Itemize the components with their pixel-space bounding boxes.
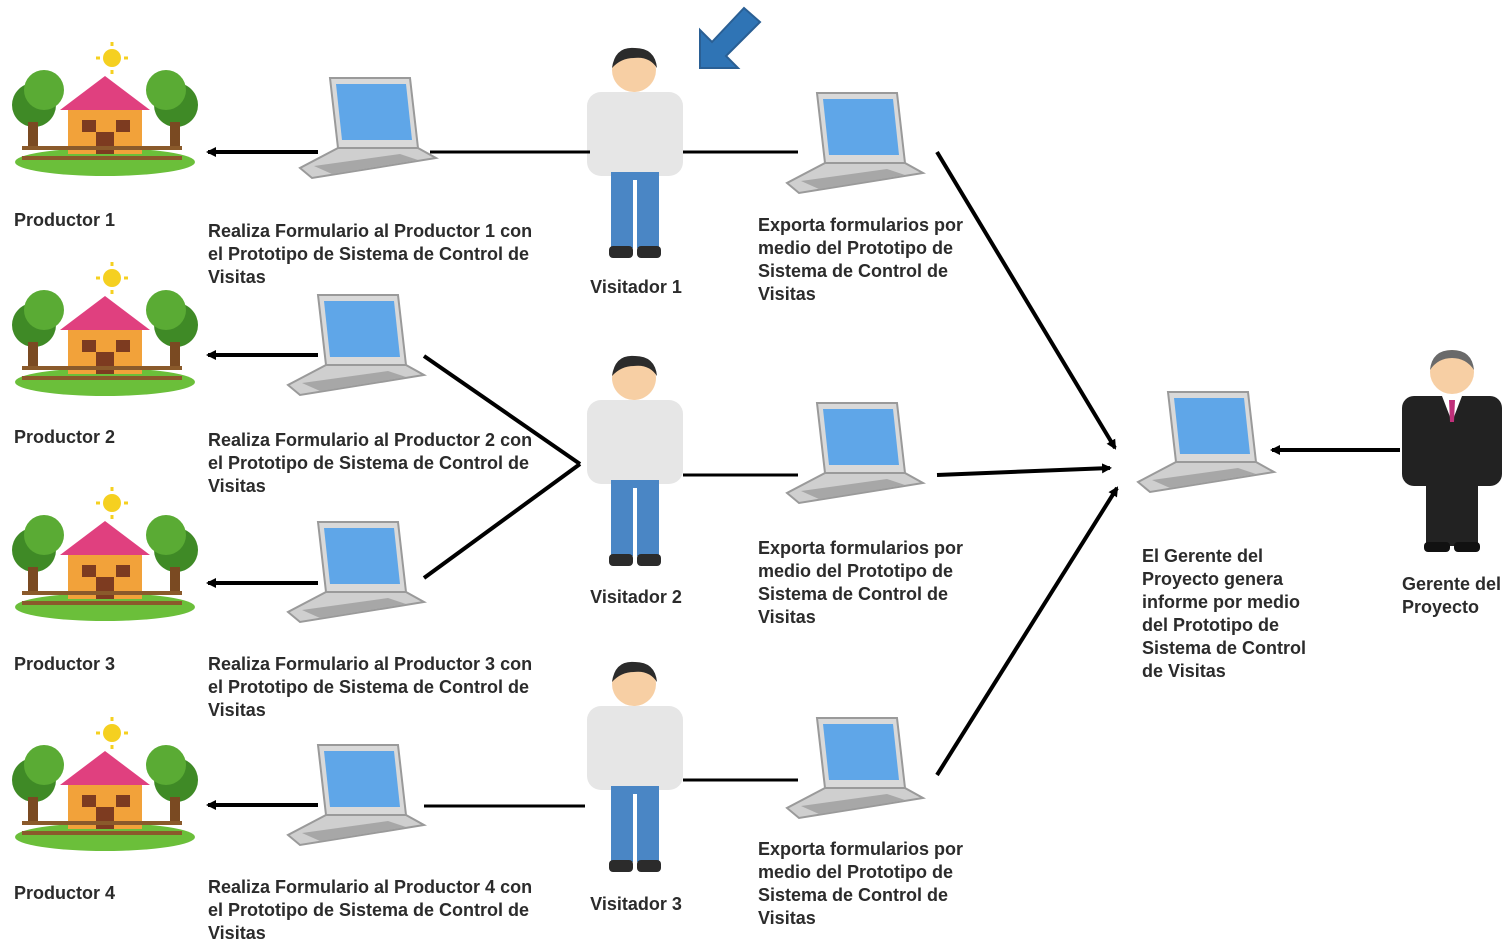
arrow-export1-to-report	[935, 150, 1117, 450]
form-1-label: Realiza Formulario al Productor 1 con el…	[208, 221, 533, 287]
form-laptop-3-icon	[287, 521, 425, 623]
form-3-label: Realiza Formulario al Productor 3 con el…	[208, 654, 533, 720]
producer-3-house-icon	[10, 485, 200, 623]
form-2-label: Realiza Formulario al Productor 2 con el…	[208, 430, 533, 496]
visitor-1-label: Visitador 1	[590, 277, 682, 297]
producer-3-label: Productor 3	[14, 654, 116, 674]
arrow-export2-to-report	[936, 463, 1112, 477]
report-laptop-icon	[1137, 391, 1275, 493]
export-laptop-1-icon	[786, 92, 924, 194]
report-label: El Gerente del Proyecto genera informe p…	[1142, 546, 1307, 681]
visitor-3-icon	[587, 661, 683, 872]
visitor-3-label: Visitador 3	[590, 894, 682, 914]
arrow-export3-to-report	[935, 486, 1119, 777]
manager-icon	[1402, 350, 1502, 552]
export-2-label: Exporta formularios por medio del Protot…	[758, 538, 964, 627]
form-laptop-1-icon	[299, 77, 437, 179]
producer-4-label: Productor 4	[14, 883, 116, 903]
producer-2-house-icon	[10, 260, 200, 398]
export-laptop-2-icon	[786, 402, 924, 504]
link-visitor2-form3	[422, 462, 582, 580]
export-1-label: Exporta formularios por medio del Protot…	[758, 215, 964, 304]
producer-1-label: Productor 1	[14, 210, 116, 230]
producer-4-house-icon	[10, 715, 200, 853]
visitor-1-icon	[587, 47, 683, 259]
link-visitor2-form2	[422, 354, 582, 466]
form-4-label: Realiza Formulario al Productor 4 con el…	[208, 877, 533, 943]
export-3-label: Exporta formularios por medio del Protot…	[758, 839, 964, 928]
pointer-arrow-icon	[699, 6, 762, 69]
producer-1-house-icon	[10, 40, 200, 178]
export-laptop-3-icon	[786, 717, 924, 819]
form-laptop-2-icon	[287, 294, 425, 396]
form-laptop-4-icon	[287, 744, 425, 846]
manager-label: Gerente del Proyecto	[1402, 574, 1502, 617]
visitor-2-icon	[587, 355, 683, 566]
visitor-2-label: Visitador 2	[590, 587, 682, 607]
producer-2-label: Productor 2	[14, 427, 116, 447]
